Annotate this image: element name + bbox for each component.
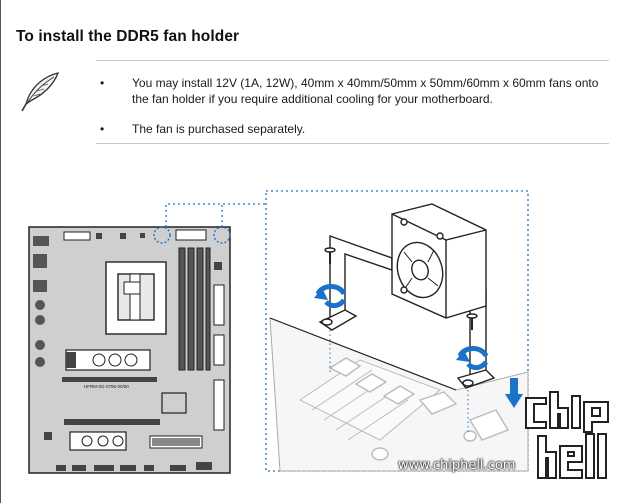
note-bullet-text: The fan is purchased separately. — [132, 122, 306, 136]
fan-holder-diagram — [269, 203, 529, 472]
screw-rotate-arrow-icon — [314, 284, 489, 371]
motherboard-diagram: HFRM-0G-0796-00/00 — [28, 226, 231, 474]
bullet-dot: • — [100, 76, 105, 90]
board-label: HFRM-0G-0796-00/00 — [84, 384, 129, 389]
callout-lines — [165, 190, 529, 472]
bullet-dot: • — [100, 122, 105, 136]
feather-pen-icon — [21, 72, 60, 112]
note-bottom-rule — [96, 143, 609, 144]
down-arrow-icon — [505, 378, 523, 408]
watermark-url: www.chiphell.com — [398, 458, 516, 473]
note-bullet-text: You may install 12V (1A, 12W), 40mm x 40… — [132, 76, 599, 106]
section-title: To install the DDR5 fan holder — [16, 28, 240, 45]
installation-diagram: HFRM-0G-0796-00/00 — [28, 190, 529, 474]
note-top-rule — [96, 60, 609, 61]
page-left-edge — [0, 0, 1, 503]
chiphell-watermark-logo — [525, 391, 609, 479]
